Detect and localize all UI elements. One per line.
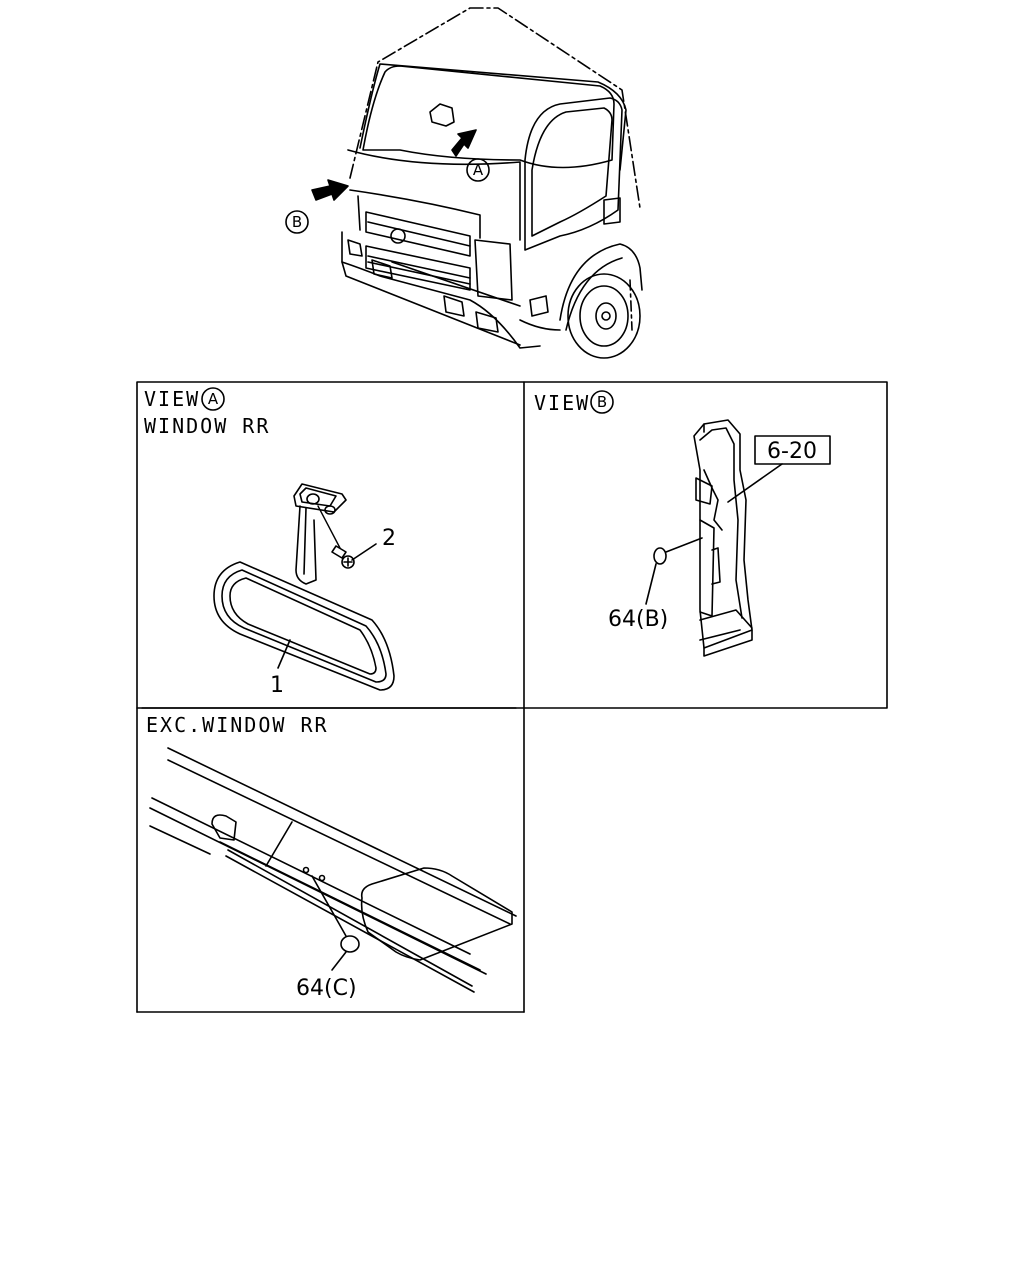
callout-a-label: A — [473, 161, 484, 179]
view-b-title-letter: B — [597, 393, 607, 411]
view-a-mirror-drawing — [213, 483, 395, 691]
view-c-title: EXC.WINDOW RR — [146, 713, 329, 737]
truck-cab-illustration — [341, 7, 643, 359]
view-b-pillar-drawing — [645, 419, 831, 657]
part-number-64b: 64(B) — [608, 607, 668, 632]
part-number-2: 2 — [382, 526, 396, 551]
arrow-a-icon — [451, 129, 477, 157]
view-b-title: VIEW — [534, 391, 590, 415]
view-b-letter-circle — [590, 390, 614, 414]
callout-b-circle — [285, 210, 309, 234]
part-number-64c: 64(C) — [296, 976, 357, 1001]
view-a-subtitle: WINDOW RR — [144, 414, 270, 438]
panel-frames — [136, 381, 888, 1013]
callout-b-label: B — [292, 213, 302, 231]
arrow-b-icon — [311, 179, 349, 201]
view-c-trim-drawing — [149, 747, 517, 993]
view-a-title: VIEW — [144, 387, 200, 411]
callout-a-circle — [466, 158, 490, 182]
view-a-letter-circle — [201, 387, 225, 411]
view-a-title-letter: A — [208, 390, 219, 408]
ref-box-label: 6-20 — [767, 439, 817, 464]
part-number-1: 1 — [270, 673, 284, 698]
